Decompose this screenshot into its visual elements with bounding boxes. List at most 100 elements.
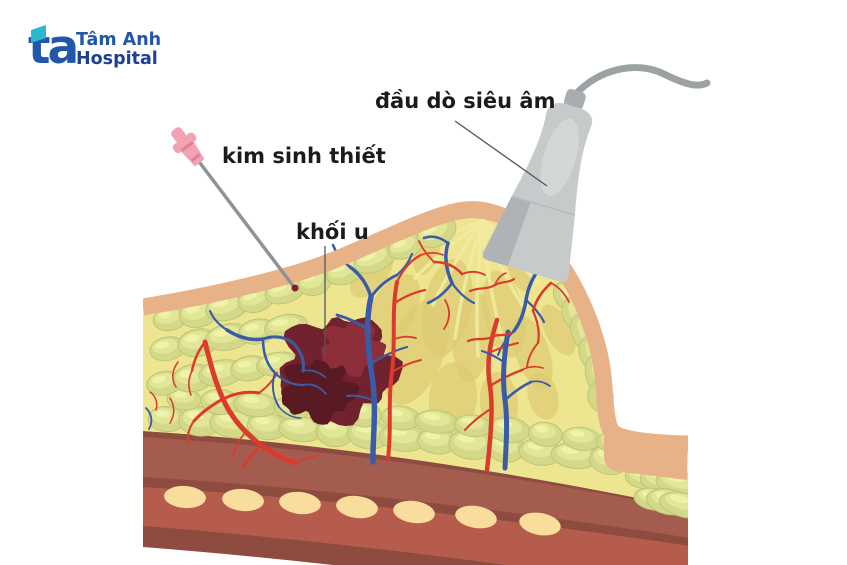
artery-vessel — [172, 361, 179, 388]
rib — [222, 488, 264, 512]
artery-vessel — [461, 270, 486, 276]
artery-vessel — [526, 342, 539, 368]
skin-flat-right — [603, 436, 688, 480]
vein-vessel — [450, 281, 476, 305]
vein-vessel — [261, 335, 295, 345]
logo-name: Tâm Anh — [76, 30, 161, 50]
artery-vessel — [149, 391, 158, 411]
vein-vessel — [273, 371, 305, 387]
needle-crossbar — [172, 132, 197, 154]
ultrasound-probe — [482, 64, 711, 283]
artery-vessel — [169, 397, 175, 424]
lobule — [527, 421, 563, 447]
biopsy-needle — [171, 127, 299, 292]
logo-teal-accent — [31, 25, 46, 43]
lobule — [149, 336, 186, 362]
logo-mark: ta — [28, 20, 76, 75]
artery-vessel — [432, 260, 464, 276]
vein-vessel — [208, 309, 229, 332]
artery-vessel — [190, 340, 207, 373]
breast-cross-section — [143, 201, 688, 519]
artery-vessel — [391, 359, 422, 373]
artery-vessel — [232, 432, 246, 459]
rib — [393, 500, 435, 524]
vein-vessel — [426, 281, 454, 305]
artery-vessel — [395, 253, 423, 284]
lobule — [658, 491, 688, 519]
artery-vessel — [241, 443, 263, 470]
vein-vessel — [395, 252, 414, 277]
probe-highlight — [540, 118, 579, 197]
artery-vessel — [392, 335, 417, 341]
rib — [164, 485, 206, 509]
vein-vessel — [271, 372, 280, 408]
leader-line-probe — [454, 120, 548, 187]
vein-vessel — [369, 273, 399, 299]
lobule — [277, 415, 325, 443]
logo-subname: Hospital — [76, 49, 158, 69]
lobule — [246, 412, 288, 441]
vein-vessel — [291, 341, 305, 373]
vein-vessel — [422, 235, 450, 245]
probe-connector — [563, 89, 586, 110]
ribs — [164, 485, 561, 536]
vein-vessel — [503, 380, 533, 402]
vein-vessel — [346, 394, 373, 401]
probe-seam — [511, 195, 576, 216]
rib — [455, 505, 497, 529]
artery-vessel — [394, 288, 427, 304]
probe-cable — [573, 64, 711, 97]
chest-wall-bottom-edge — [143, 547, 334, 565]
vein-vessel — [524, 298, 546, 324]
lobule — [414, 409, 459, 434]
needle-tip-puncture — [291, 284, 299, 292]
artery-vessel — [521, 365, 544, 371]
needle-band-1 — [180, 140, 194, 152]
vein-vessel — [261, 337, 277, 375]
blood-vessels — [145, 235, 570, 473]
needle-shaft — [198, 161, 296, 289]
vein-vessel — [225, 328, 265, 342]
artery-vessel — [202, 339, 298, 466]
rib — [279, 491, 321, 515]
gland-fold — [453, 219, 485, 340]
artery-vessel — [294, 454, 319, 464]
hospital-logo: ta Tâm Anh Hospital — [28, 20, 161, 75]
artery-vessel — [443, 299, 450, 330]
vein-vessel — [302, 383, 327, 395]
vein-vessel — [530, 380, 551, 387]
vein-vessel — [278, 406, 302, 419]
artery-vessel — [531, 281, 553, 313]
artery-vessel — [186, 420, 195, 444]
probe-head-facet — [482, 196, 531, 267]
rib — [336, 495, 378, 519]
vein-vessel — [335, 313, 372, 333]
vein-vessel — [145, 407, 153, 430]
vein-vessel — [302, 369, 326, 378]
gland-lobe — [452, 290, 492, 382]
vein-vessel — [372, 345, 409, 364]
chest-wall-layers — [143, 431, 688, 565]
gland-lobes — [350, 228, 576, 434]
gland-fold — [481, 219, 504, 340]
artery-vessel — [466, 331, 513, 343]
artery-vessel — [420, 251, 444, 256]
artery-vessel — [418, 240, 435, 263]
lobule — [233, 392, 279, 418]
vein-vessel — [364, 294, 378, 465]
gland-lobe — [540, 304, 576, 356]
artery-vessel — [188, 370, 193, 396]
artery-vessel — [494, 272, 507, 286]
label-ultrasound-probe: đầu dò siêu âm — [375, 89, 556, 113]
artery-vessel — [550, 282, 570, 303]
vein-vessel — [480, 349, 506, 364]
artery-vessel — [221, 390, 261, 401]
needle-band-2 — [190, 153, 201, 162]
artery-vessel — [464, 409, 490, 431]
label-tumor: khối u — [296, 220, 369, 244]
artery-vessel — [192, 397, 225, 423]
gland-lobe — [527, 372, 559, 420]
artery-vessel — [531, 309, 540, 345]
